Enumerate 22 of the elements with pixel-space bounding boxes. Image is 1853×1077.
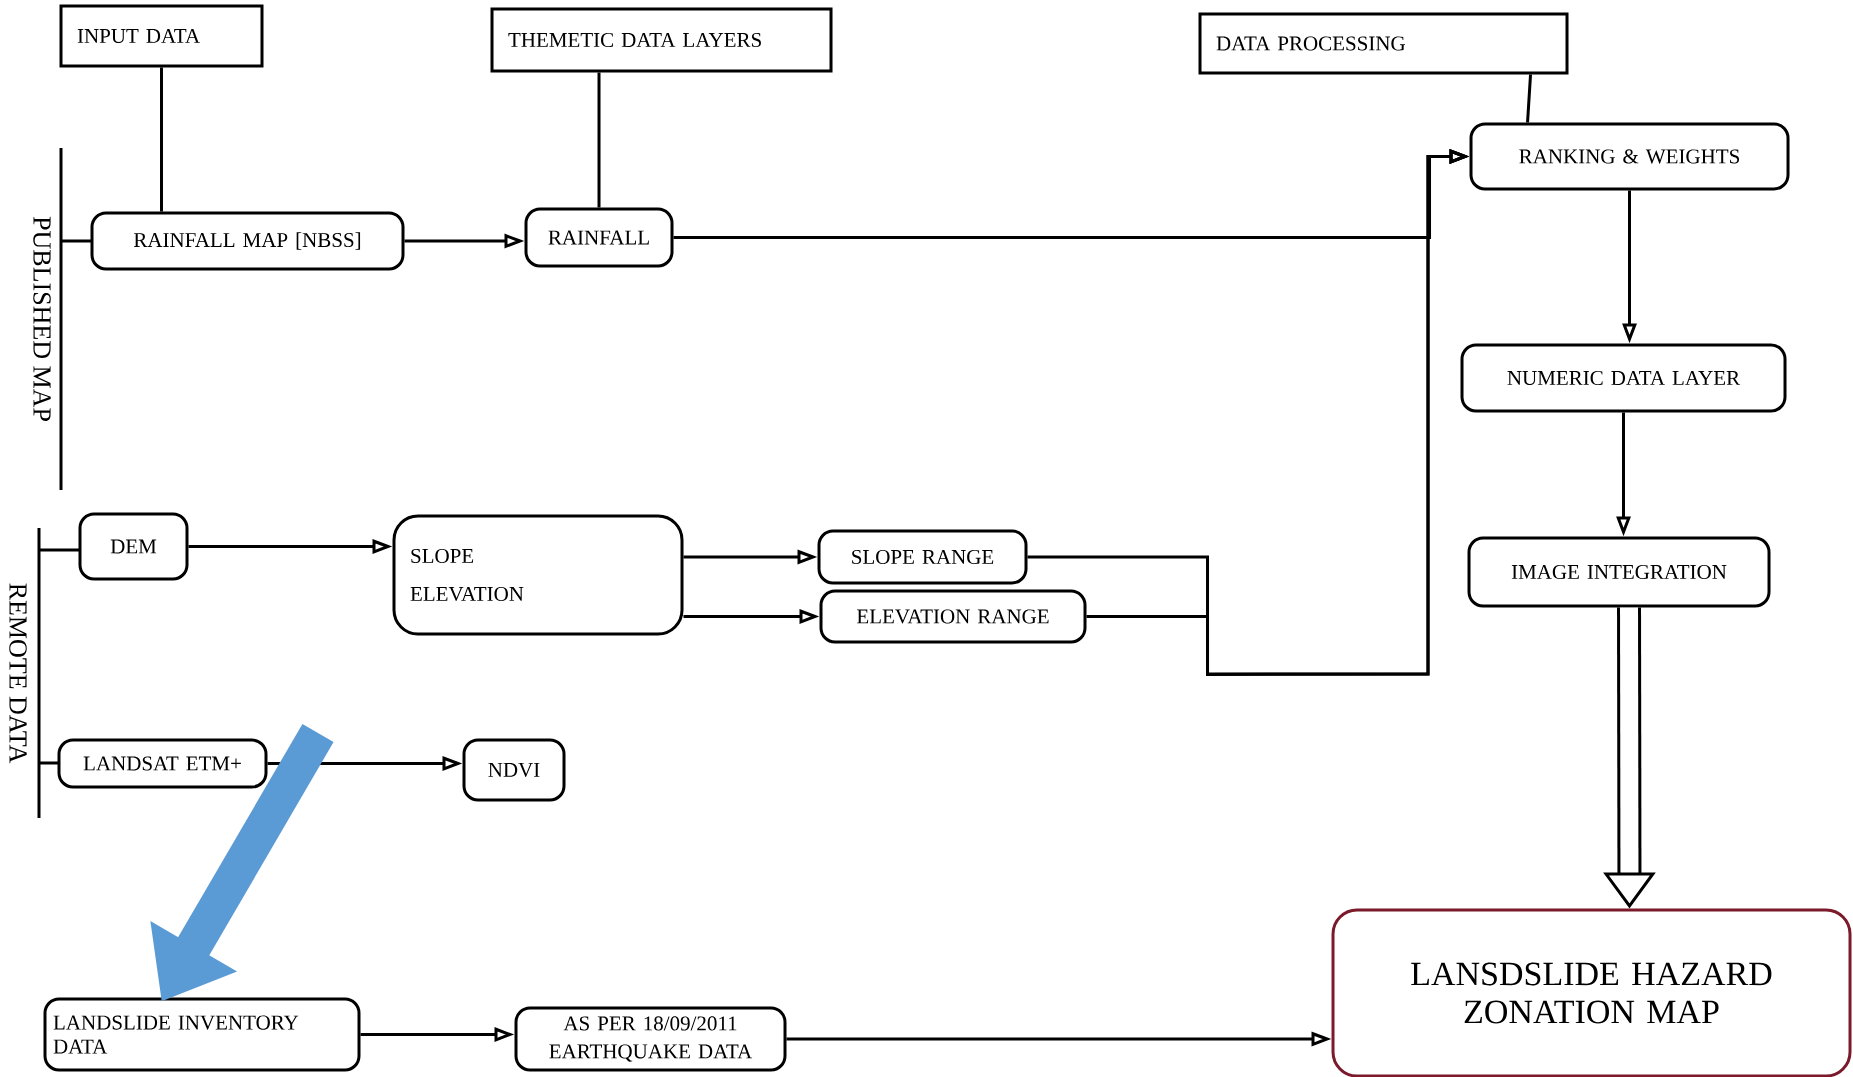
connector-line <box>1526 74 1532 123</box>
connector-line <box>597 72 601 208</box>
process-box: NDVI <box>462 738 566 802</box>
process-box: SLOPE ELEVATION <box>392 514 684 636</box>
process-box: RANKING & WEIGHTS <box>1469 122 1790 191</box>
heading-box: THEMETIC DATA LAYERS <box>490 7 833 73</box>
connector-line <box>160 67 163 212</box>
heading-box: INPUT DATA <box>59 4 264 68</box>
side-label: REMOTE DATA <box>9 583 27 764</box>
process-box: LANDSAT ETM+ <box>57 738 268 789</box>
result-box: LANSDSLIDE HAZARD ZONATION MAP <box>1331 908 1852 1077</box>
side-label: PUBLISHED MAP <box>33 216 51 421</box>
process-box: LANDSLIDE INVENTORY DATA <box>43 997 361 1072</box>
process-box: RAINFALL MAP [NBSS] <box>90 211 405 271</box>
process-box: AS PER 18/09/2011 EARTHQUAKE DATA <box>514 1006 787 1072</box>
process-box: SLOPE RANGE <box>817 529 1028 585</box>
process-box: DEM <box>78 512 189 581</box>
process-box: RAINFALL <box>524 207 674 268</box>
process-box: IMAGE INTEGRATION <box>1467 536 1771 608</box>
process-box: ELEVATION RANGE <box>819 589 1087 644</box>
process-box: NUMERIC DATA LAYER <box>1460 343 1787 413</box>
heading-box: DATA PROCESSING <box>1198 12 1569 75</box>
